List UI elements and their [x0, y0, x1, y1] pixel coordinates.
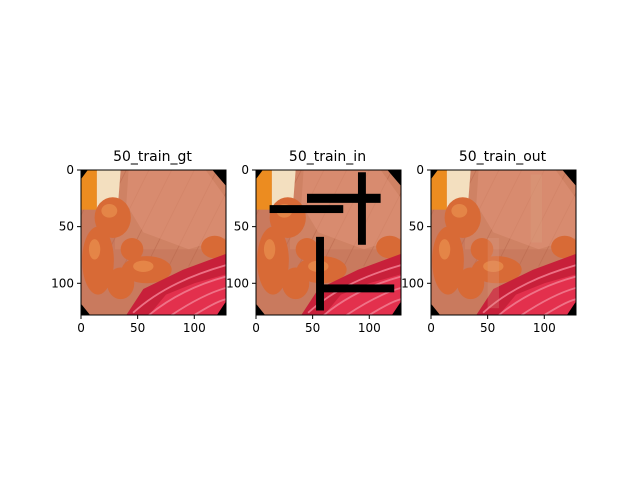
- x-tick-label: 50: [480, 321, 495, 335]
- y-tick-label: 0: [66, 163, 74, 177]
- x-tick-label: 0: [77, 321, 85, 335]
- panel-gt: 50_train_gt 0 50 100 0 50 100: [51, 149, 227, 335]
- axes-frame: [80, 169, 227, 316]
- y-tick-label: 0: [241, 163, 249, 177]
- y-tick-label: 100: [51, 276, 74, 290]
- x-tick-label: 50: [130, 321, 145, 335]
- axes-frame: [430, 169, 577, 316]
- mask-stroke: [306, 193, 381, 203]
- panel-title: 50_train_out: [459, 149, 547, 165]
- axes-out: 0 50 100 0 50 100: [401, 163, 577, 335]
- y-tick-label: 100: [401, 276, 424, 290]
- x-tick-label: 0: [427, 321, 435, 335]
- x-tick-label: 0: [252, 321, 260, 335]
- y-tick-label: 100: [226, 276, 249, 290]
- panel-in: 50_train_in 0 50 100 0 50 100: [226, 149, 402, 335]
- panel-title: 50_train_in: [289, 149, 366, 165]
- image-area: [256, 170, 402, 316]
- image-area: [431, 170, 577, 316]
- mask-stroke: [316, 236, 324, 311]
- x-tick-label: 100: [183, 321, 206, 335]
- axes-gt: 0 50 100 0 50 100: [51, 163, 227, 335]
- y-tick-label: 0: [416, 163, 424, 177]
- y-tick-label: 50: [409, 220, 424, 234]
- y-tick-label: 50: [234, 220, 249, 234]
- mask-stroke: [269, 205, 344, 214]
- axes-frame: [255, 169, 402, 316]
- x-tick-label: 100: [358, 321, 381, 335]
- y-tick-label: 50: [59, 220, 74, 234]
- x-tick-label: 50: [305, 321, 320, 335]
- panel-title: 50_train_gt: [113, 149, 192, 165]
- mask-stroke: [357, 172, 366, 245]
- panel-out: 50_train_out 0 50 100 0 50 100: [401, 149, 577, 335]
- mask-stroke: [320, 284, 395, 293]
- image-area: [81, 170, 227, 316]
- x-tick-label: 100: [533, 321, 556, 335]
- axes-in: 0 50 100 0 50 100: [226, 163, 402, 335]
